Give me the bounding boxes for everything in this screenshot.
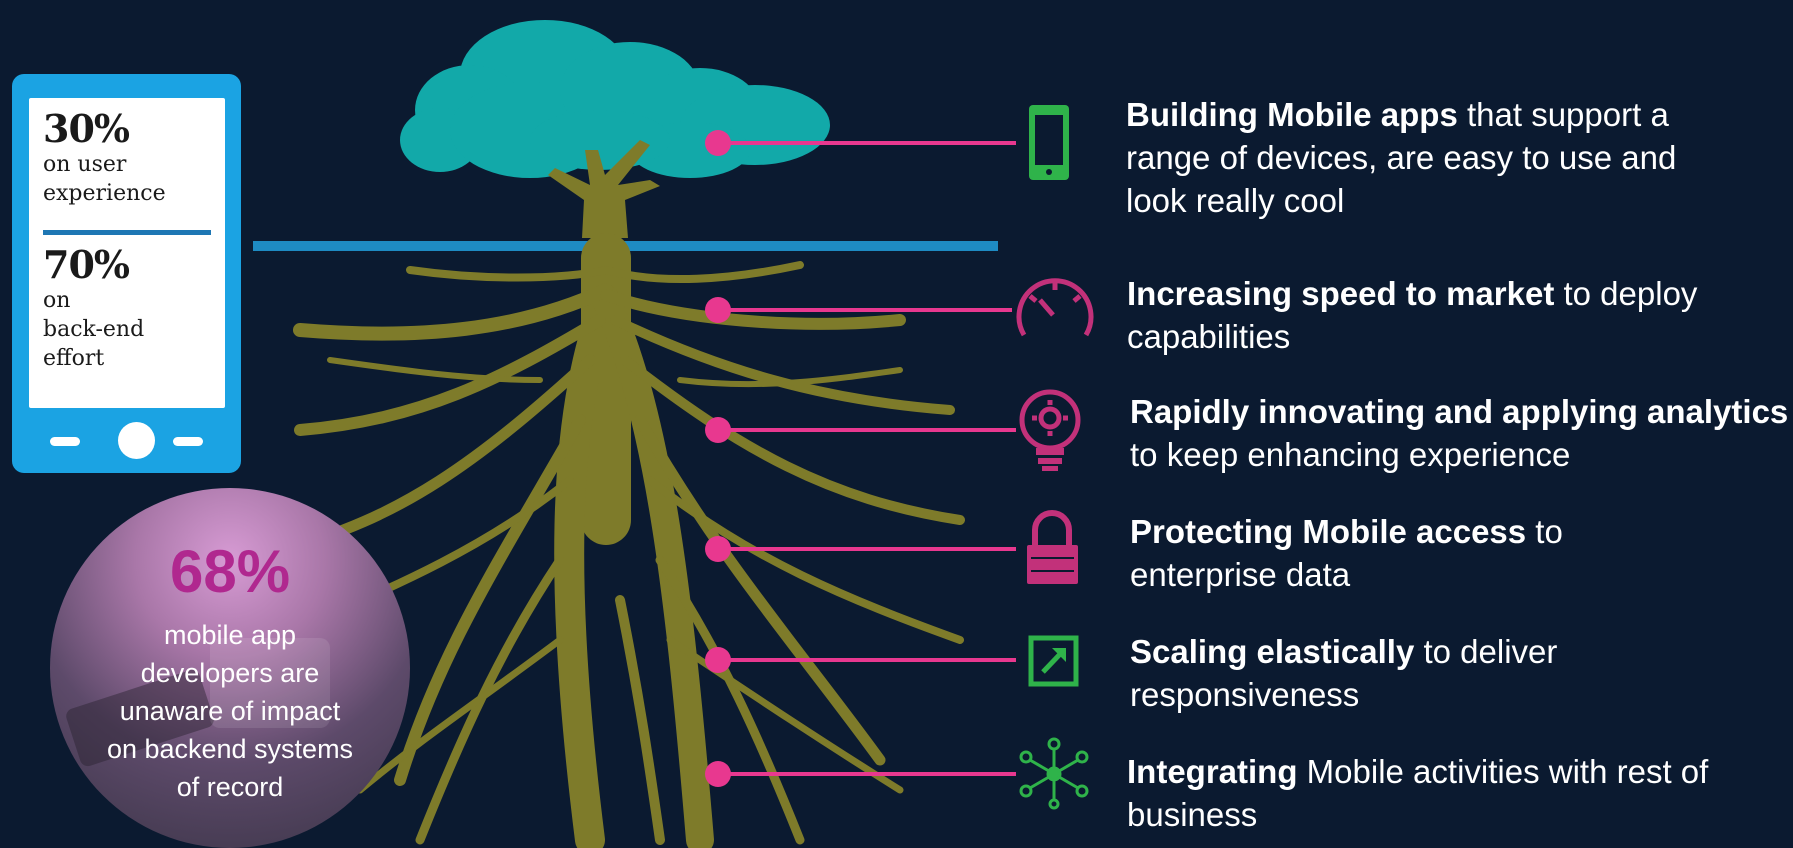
connector-1: [705, 130, 1016, 156]
connector-6: [705, 761, 1016, 787]
stat-label: on: [43, 288, 71, 313]
stat-user-experience: 30% on user experience: [43, 108, 166, 208]
bubble-line: on backend systems: [106, 734, 354, 764]
feature-bold: Building Mobile apps: [1126, 96, 1458, 133]
stat-pct: 70%: [43, 242, 130, 287]
speedometer-icon: [1016, 278, 1094, 337]
feature-speed-to-market: Increasing speed to market to deploy cap…: [1127, 272, 1787, 358]
feature-rest: to deliver responsiveness: [1130, 633, 1558, 713]
connector-4: [705, 536, 1016, 562]
feature-rest: to keep enhancing experience: [1130, 436, 1571, 473]
feature-bold: Protecting Mobile access: [1130, 513, 1527, 550]
phone-left-button: [50, 437, 80, 446]
phone-screen: 30% on user experience 70% on back-end e…: [29, 98, 225, 408]
feature-rest: to enterprise data: [1130, 513, 1563, 593]
feature-bold: Increasing speed to market: [1127, 275, 1555, 312]
tree-canopy: [400, 20, 830, 178]
feature-rest: that support a range of devices, are eas…: [1126, 96, 1677, 219]
bubble-background-image: [210, 638, 330, 728]
padlock-icon: [1027, 510, 1078, 584]
phone-home-button: [118, 422, 155, 459]
feature-bold: Integrating: [1127, 753, 1298, 790]
scale-arrow-icon: [1028, 635, 1079, 687]
lightbulb-gear-icon: [1019, 389, 1081, 471]
stat-label: back-end: [43, 317, 145, 342]
mobile-phone-icon: [1029, 105, 1069, 180]
connector-3: [705, 417, 1016, 443]
tree-trunk: [548, 140, 660, 238]
bubble-percentage: 68%: [169, 538, 291, 605]
connector-5: [705, 647, 1016, 673]
feature-rest: to deploy capabilities: [1127, 275, 1698, 355]
feature-protecting-access: Protecting Mobile access to enterprise d…: [1130, 510, 1650, 596]
phone-stats-card: 30% on user experience 70% on back-end e…: [12, 74, 241, 473]
phone-right-button: [173, 437, 203, 446]
connector-2: [705, 297, 1012, 323]
bubble-line: mobile app: [163, 620, 297, 650]
stat-pct: 30%: [43, 106, 130, 151]
network-nodes-icon: [1019, 737, 1089, 810]
bubble-line: developers are: [140, 658, 320, 688]
feature-mobile-apps: Building Mobile apps that support a rang…: [1126, 93, 1746, 222]
stat-bubble: 68% mobile app developers are unaware of…: [50, 488, 410, 848]
stat-label: on user: [43, 152, 127, 177]
stat-back-end-effort: 70% on back-end effort: [43, 244, 144, 373]
bubble-line: unaware of impact: [119, 696, 341, 726]
feature-rest: Mobile activities with rest of business: [1127, 753, 1709, 833]
tree-roots: [266, 233, 965, 848]
feature-integrating: Integrating Mobile activities with rest …: [1127, 750, 1747, 836]
feature-bold: Rapidly innovating and applying analytic…: [1130, 393, 1789, 430]
feature-bold: Scaling elastically: [1130, 633, 1415, 670]
connectors: [705, 130, 1016, 787]
stat-label: effort: [43, 346, 105, 371]
phone-divider: [43, 230, 211, 235]
bubble-text: mobile app developers are unaware of imp…: [70, 616, 390, 806]
stat-label: experience: [43, 181, 166, 206]
bubble-line: of record: [176, 772, 284, 802]
feature-innovating-analytics: Rapidly innovating and applying analytic…: [1130, 390, 1790, 476]
feature-scaling-elastically: Scaling elastically to deliver responsiv…: [1130, 630, 1650, 716]
